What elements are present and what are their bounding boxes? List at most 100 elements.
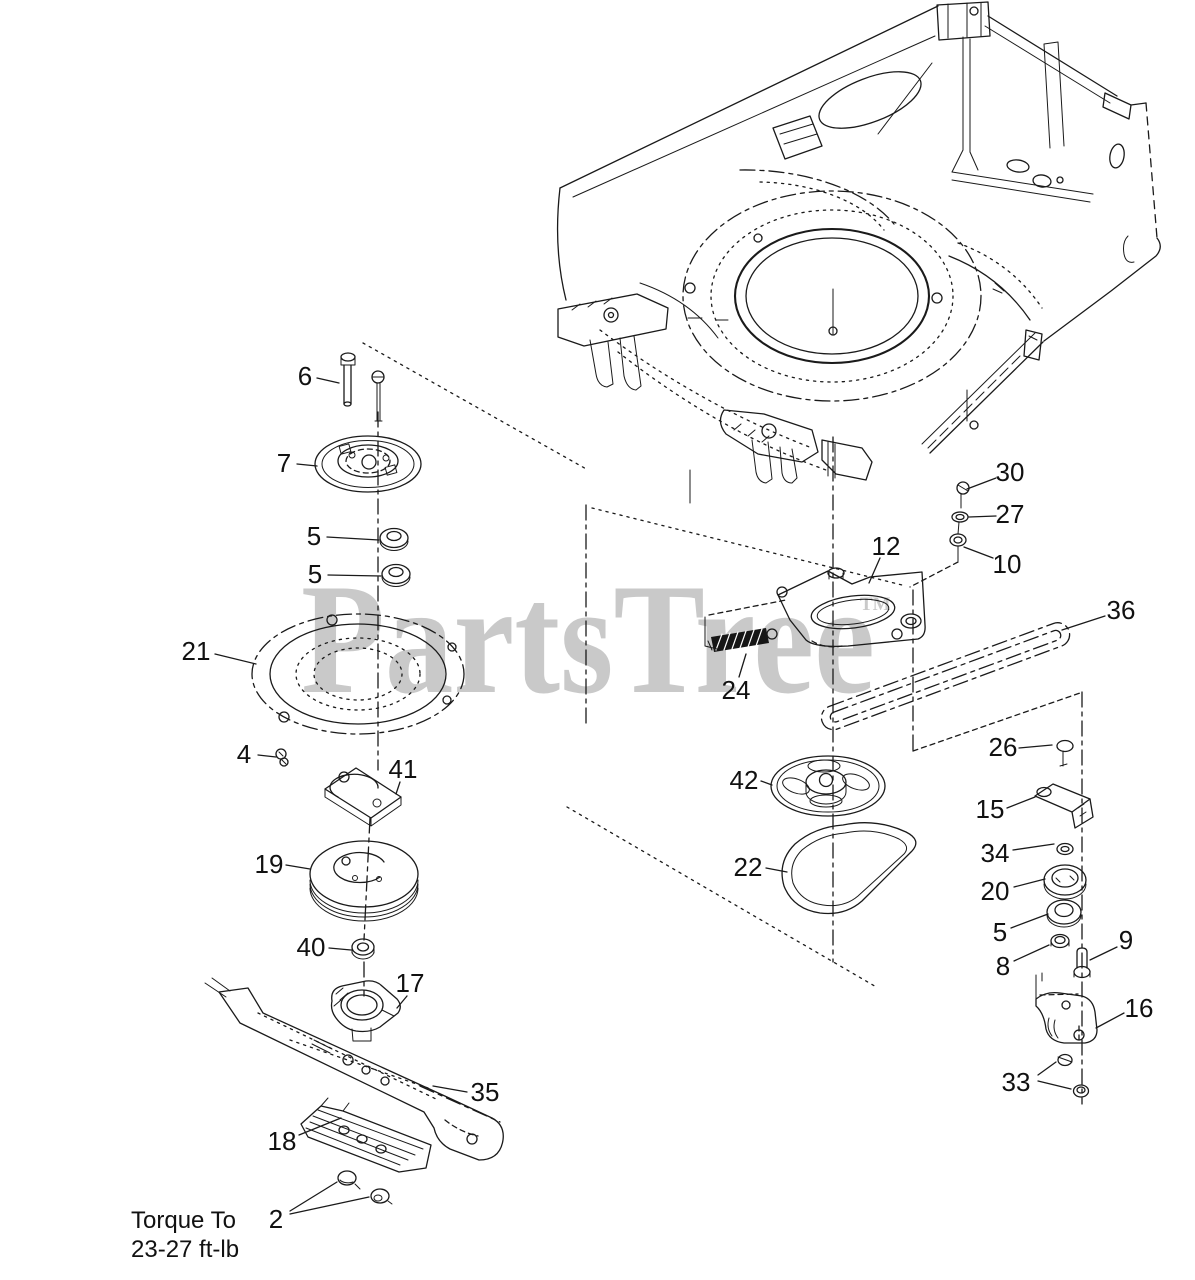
part-19-pulley-cover	[309, 840, 419, 922]
part-35-blade	[204, 977, 504, 1161]
leader-line-21	[214, 653, 257, 665]
part-17-blade-adapter	[330, 980, 401, 1042]
part-15-bracket	[1034, 783, 1094, 829]
part-27-washer	[951, 511, 969, 535]
part-callout-34-22: 34	[981, 838, 1010, 868]
leader-line-26	[1018, 744, 1053, 749]
part-callout-36-17: 36	[1107, 595, 1136, 625]
part-36-drive-belt	[820, 622, 1071, 731]
leader-line-19	[285, 864, 311, 870]
part-21-cover-plate	[251, 613, 465, 735]
leader-line-4	[257, 754, 277, 758]
part-callout-26-19: 26	[989, 732, 1018, 762]
torque-note-line1: Torque To	[131, 1207, 236, 1234]
leader-line-5	[326, 536, 380, 541]
leader-line-8	[1013, 944, 1050, 962]
part-callout-20-23: 20	[981, 876, 1010, 906]
part-callout-15-21: 15	[976, 794, 1005, 824]
part-callout-35-10: 35	[471, 1077, 500, 1107]
part-40-nut	[351, 938, 375, 960]
watermark-text: PartsTree	[301, 552, 875, 727]
part-5-bearing-lower	[381, 563, 411, 587]
part-callout-10-15: 10	[993, 549, 1022, 579]
part-9-spacer-pin	[1073, 947, 1091, 979]
part-callout-2-12: 2	[269, 1204, 283, 1234]
leader-line-16	[1095, 1012, 1125, 1029]
part-callout-16-28: 16	[1125, 993, 1154, 1023]
leader-line-2	[289, 1196, 370, 1215]
part-callout-42-20: 42	[730, 765, 759, 795]
part-22-belt	[781, 822, 917, 915]
part-callout-21-4: 21	[182, 636, 211, 666]
part-callout-17-9: 17	[396, 968, 425, 998]
part-callout-40-8: 40	[297, 932, 326, 962]
leader-line-41	[395, 781, 401, 795]
leader-line-36	[1061, 615, 1106, 631]
part-callout-8-27: 8	[996, 951, 1010, 981]
part-callout-41-6: 41	[389, 754, 418, 784]
leader-line-5	[1010, 913, 1049, 929]
part-30-screw	[956, 481, 970, 509]
leader-line-18	[298, 1117, 342, 1136]
leader-line-9	[1089, 946, 1118, 961]
leader-line-35	[432, 1085, 468, 1093]
part-41-adapter-plate	[324, 767, 402, 827]
part-6-bolt	[340, 352, 356, 407]
part-callout-7-1: 7	[277, 448, 291, 478]
watermark-tm: TM	[860, 594, 891, 615]
leader-line-40	[328, 947, 352, 951]
part-pilot-bolt	[371, 370, 385, 422]
part-callout-24-18: 24	[722, 675, 751, 705]
part-34-washer	[1056, 842, 1074, 856]
part-callout-33-29: 33	[1002, 1067, 1031, 1097]
part-5-bearing-right	[1046, 899, 1082, 928]
part-callout-9-26: 9	[1119, 925, 1133, 955]
leader-line-15	[1006, 796, 1036, 809]
leader-line-20	[1013, 878, 1046, 888]
part-4-screw	[275, 748, 289, 767]
part-24-spring	[704, 599, 787, 652]
leader-line-34	[1012, 843, 1055, 851]
part-callout-4-5: 4	[237, 739, 251, 769]
leader-line-27	[968, 515, 997, 518]
leader-line-10	[963, 546, 994, 559]
part-callout-6-0: 6	[298, 361, 312, 391]
mower-deck-housing-drawing	[556, 1, 1161, 504]
part-42-idler-pulley	[770, 755, 886, 817]
leader-line-24	[738, 653, 747, 678]
leader-line-2	[289, 1181, 338, 1212]
part-18-blade-stiffener	[300, 1097, 432, 1173]
leader-line-12	[868, 557, 881, 584]
part-26-bolt	[1056, 739, 1074, 767]
part-callout-22-24: 22	[734, 852, 763, 882]
leader-line-33	[1037, 1080, 1072, 1090]
torque-note-line2: 23-27 ft-lb	[131, 1236, 239, 1263]
part-16-bracket	[1035, 972, 1098, 1045]
part-33-fasteners	[1057, 1053, 1090, 1098]
part-5-bearing-upper	[379, 527, 409, 551]
part-2-washers	[337, 1170, 393, 1205]
part-callout-30-13: 30	[996, 457, 1025, 487]
part-callout-5-2: 5	[307, 521, 321, 551]
part-callout-19-7: 19	[255, 849, 284, 879]
part-8-nut	[1050, 933, 1070, 949]
leader-line-22	[765, 867, 788, 873]
leader-line-7	[296, 463, 318, 467]
part-7-drive-pulley	[314, 435, 422, 493]
reference-lines	[362, 342, 1083, 1105]
part-12-bracket	[776, 567, 926, 648]
part-10-nut	[949, 533, 967, 562]
leader-line-30	[966, 477, 997, 490]
part-20-bearing-cup	[1043, 864, 1087, 900]
leader-line-33	[1037, 1061, 1057, 1076]
part-callout-5-25: 5	[993, 917, 1007, 947]
leader-line-6	[316, 377, 340, 384]
part-callout-18-11: 18	[268, 1126, 297, 1156]
leader-line-17	[396, 995, 408, 1009]
leader-line-42	[760, 780, 773, 786]
leader-line-5	[327, 574, 382, 577]
part-callout-12-16: 12	[872, 531, 901, 561]
